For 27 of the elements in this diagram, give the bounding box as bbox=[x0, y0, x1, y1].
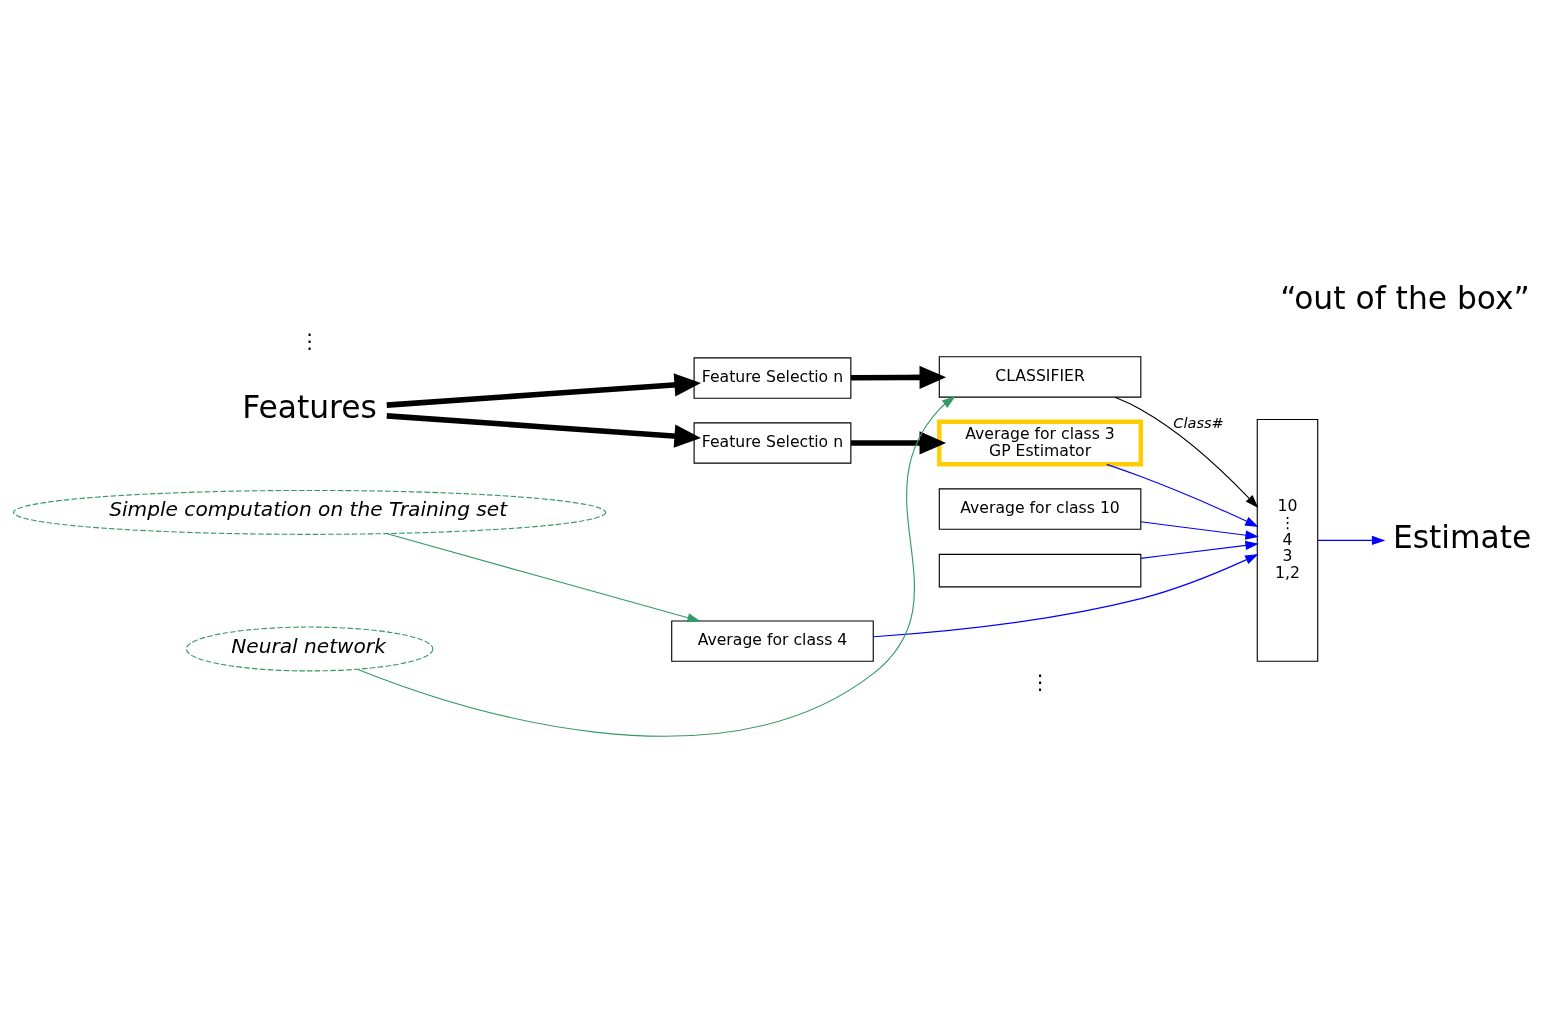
diagram-title: “out of the box” bbox=[1279, 280, 1530, 317]
arrow bbox=[386, 373, 701, 408]
arrow bbox=[1139, 540, 1259, 559]
arrow bbox=[386, 413, 701, 448]
node-ellipse: Simple computation on the Training set bbox=[12, 489, 606, 535]
arrow bbox=[872, 554, 1259, 638]
arrow bbox=[1316, 535, 1385, 546]
arrow bbox=[356, 396, 955, 737]
arrow bbox=[1139, 521, 1259, 540]
arrow bbox=[1105, 463, 1259, 527]
node-box: CLASSIFIER bbox=[938, 356, 1141, 398]
node-box bbox=[938, 553, 1141, 588]
node-box: 10 ⋮ 4 3 1,2 bbox=[1256, 418, 1318, 662]
node-box: Average for class 10 bbox=[938, 488, 1141, 530]
node-text: Features bbox=[241, 389, 377, 426]
edge-label: Class# bbox=[1172, 413, 1224, 431]
node-box: Average for class 3 GP Estimator bbox=[936, 419, 1143, 467]
node-box: Feature Selectio n bbox=[693, 357, 851, 399]
label: ⋮ bbox=[1029, 669, 1050, 694]
node-box: Average for class 4 bbox=[670, 620, 874, 662]
node-ellipse: Neural network bbox=[185, 626, 433, 672]
arrow bbox=[850, 431, 946, 455]
node-text: Estimate bbox=[1392, 519, 1531, 556]
node-box: Feature Selectio n bbox=[693, 422, 851, 464]
label: ⋮ bbox=[299, 329, 320, 354]
arrow bbox=[386, 533, 701, 623]
arrow bbox=[850, 365, 946, 390]
